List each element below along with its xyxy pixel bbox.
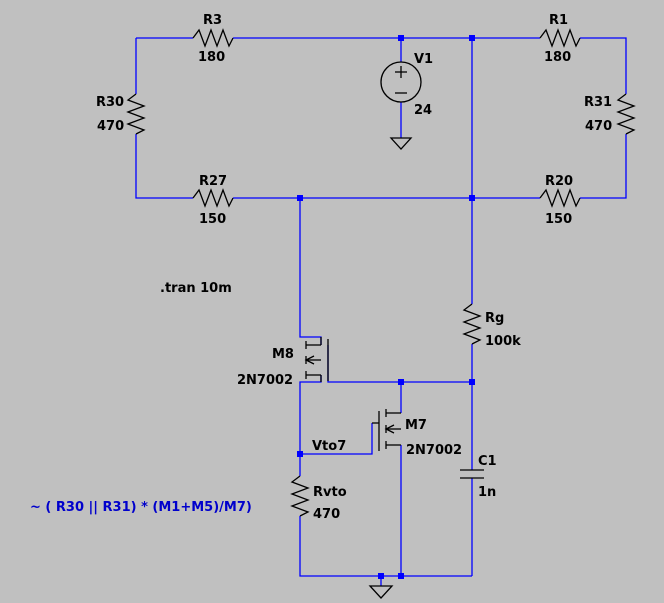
c1-name: C1 <box>478 454 497 469</box>
resistor-rvto[interactable]: Rvto 470 <box>290 475 347 522</box>
m8-value: 2N7002 <box>237 373 293 388</box>
rg-name: Rg <box>485 311 504 326</box>
wire[interactable] <box>580 37 627 94</box>
junction-dot <box>469 379 475 385</box>
wires[interactable] <box>135 37 627 586</box>
comment-text[interactable]: ~ ( R30 || R31) * (M1+M5)/M7) <box>30 500 252 515</box>
r31-value: 470 <box>585 119 612 134</box>
junction-dot <box>469 35 475 41</box>
r27-name: R27 <box>199 174 227 189</box>
wire[interactable] <box>135 134 193 199</box>
v1-name: V1 <box>414 52 433 67</box>
capacitor-c1[interactable]: C1 1n <box>460 454 497 500</box>
ground-icon <box>389 137 413 150</box>
r31-name: R31 <box>584 95 612 110</box>
m7-value: 2N7002 <box>406 443 462 458</box>
wire[interactable] <box>299 198 322 345</box>
resistor-r20[interactable]: R20 150 <box>539 174 581 227</box>
junction-dot <box>398 35 404 41</box>
nmos-m7[interactable]: M7 2N7002 <box>372 409 462 458</box>
junction-dot <box>398 573 404 579</box>
r20-name: R20 <box>545 174 573 189</box>
junction-dot <box>378 573 384 579</box>
wire[interactable] <box>327 345 472 383</box>
rg-value: 100k <box>485 334 521 349</box>
voltage-source-v1[interactable]: V1 24 <box>380 52 433 118</box>
m7-name: M7 <box>405 418 427 433</box>
junctions <box>297 35 475 579</box>
resistor-r27[interactable]: R27 150 <box>192 174 234 227</box>
m8-name: M8 <box>272 347 294 362</box>
r3-value: 180 <box>198 50 225 65</box>
nmos-m8[interactable]: M8 2N7002 <box>237 337 329 388</box>
r30-name: R30 <box>96 95 124 110</box>
resistor-r1[interactable]: R1 180 <box>539 13 581 65</box>
wire[interactable] <box>299 516 472 577</box>
c1-value: 1n <box>478 485 496 500</box>
r20-value: 150 <box>545 212 572 227</box>
r1-value: 180 <box>544 50 571 65</box>
rvto-value: 470 <box>313 507 340 522</box>
junction-dot <box>469 195 475 201</box>
wire[interactable] <box>300 423 373 455</box>
v1-value: 24 <box>414 103 432 118</box>
junction-dot <box>398 379 404 385</box>
wire[interactable] <box>580 134 627 199</box>
net-label-vto7[interactable]: Vto7 <box>312 439 346 454</box>
ground-icon <box>368 585 394 599</box>
junction-dot <box>297 195 303 201</box>
resistor-r30[interactable]: R30 470 <box>96 93 146 135</box>
resistor-r3[interactable]: R3 180 <box>192 13 234 65</box>
junction-dot <box>297 451 303 457</box>
rvto-name: Rvto <box>313 485 347 500</box>
resistor-r31[interactable]: R31 470 <box>584 93 636 135</box>
resistor-rg[interactable]: Rg 100k <box>462 303 521 349</box>
spice-directive[interactable]: .tran 10m <box>160 281 232 296</box>
r30-value: 470 <box>97 119 124 134</box>
r3-name: R3 <box>203 13 222 28</box>
r27-value: 150 <box>199 212 226 227</box>
r1-name: R1 <box>549 13 568 28</box>
